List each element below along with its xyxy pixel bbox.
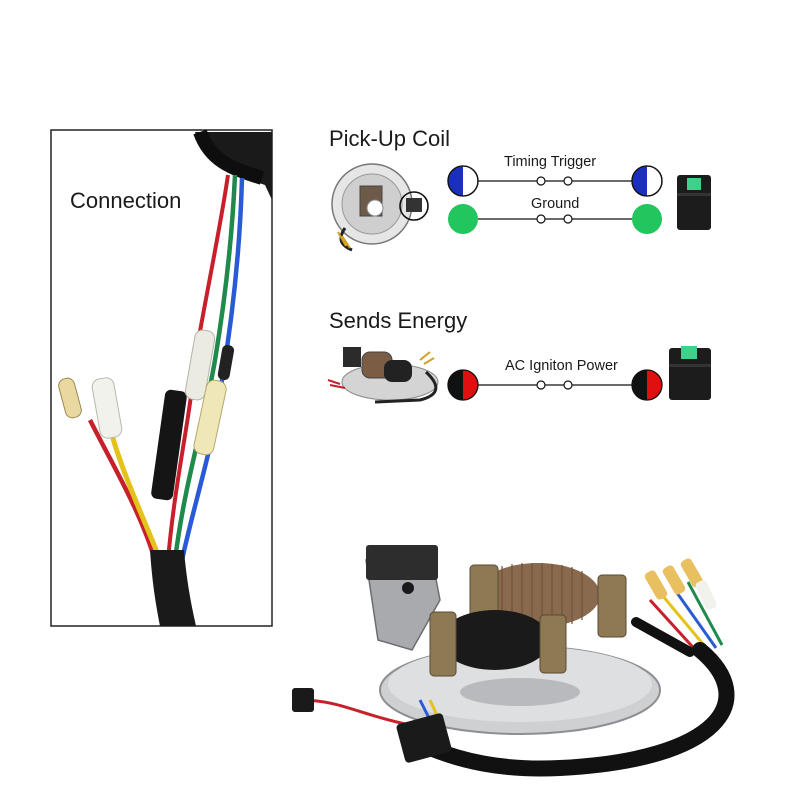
wire-harness-photo <box>58 129 272 626</box>
stator-photo <box>292 545 735 777</box>
ac-ignition-power-label: AC Igniton Power <box>505 358 618 374</box>
timing-trigger-wire <box>447 165 663 197</box>
sends-energy-section <box>327 346 711 404</box>
timing-trigger-label: Timing Trigger <box>504 154 597 170</box>
ground-label: Ground <box>531 196 580 212</box>
pickup-coil-title: Pick-Up Coil <box>329 126 451 151</box>
stator-side-thumbnail <box>327 347 439 404</box>
cdi-box-icon <box>677 175 711 230</box>
connection-label: Connection <box>70 188 182 213</box>
ground-wire <box>448 204 662 234</box>
ac-terminal-right <box>631 369 663 401</box>
ac-terminal-left <box>447 369 479 401</box>
connection-panel <box>50 129 273 627</box>
ground-terminal-right <box>632 204 662 234</box>
timing-terminal-left <box>447 165 479 197</box>
pickup-coil-section <box>331 163 711 252</box>
timing-terminal-right <box>631 165 663 197</box>
ground-terminal-left <box>448 204 478 234</box>
sends-energy-title: Sends Energy <box>329 308 468 333</box>
stator-thumbnail <box>331 163 429 252</box>
cdi-box-icon-2 <box>669 346 711 400</box>
ac-power-wire <box>447 369 663 401</box>
